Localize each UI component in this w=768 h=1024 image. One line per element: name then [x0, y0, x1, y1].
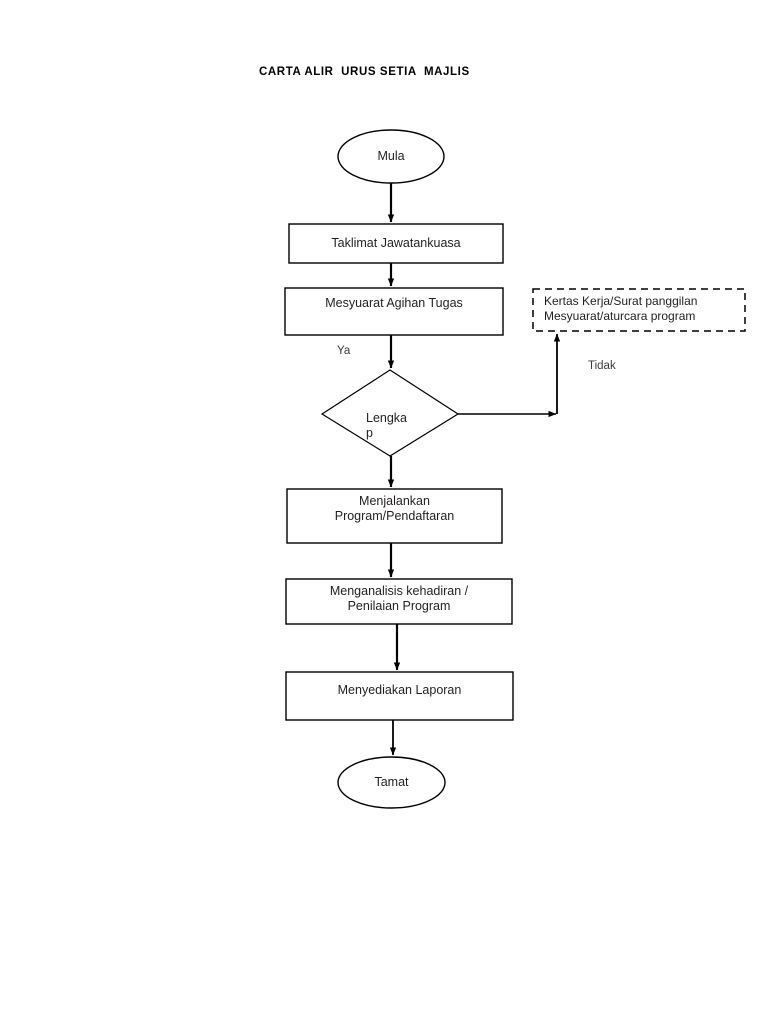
node-mesyuarat-shape: [284, 287, 504, 336]
node-end-shape: [337, 756, 446, 809]
node-taklimat-shape: [288, 223, 504, 264]
node-start-shape: [337, 129, 445, 184]
edge-label-tidak: Tidak: [588, 360, 616, 372]
node-menganalisis-shape: [285, 578, 513, 625]
node-document-shape: [532, 288, 746, 332]
node-decision-label: Lengka p: [366, 411, 408, 440]
edge-label-ya: Ya: [337, 345, 351, 357]
node-laporan-shape: [285, 671, 514, 721]
node-document-label: Kertas Kerja/Surat panggilan Mesyuarat/a…: [544, 294, 698, 323]
node-menjalankan-shape: [286, 488, 503, 544]
page-title: CARTA ALIR URUS SETIA MAJLIS: [259, 66, 470, 78]
